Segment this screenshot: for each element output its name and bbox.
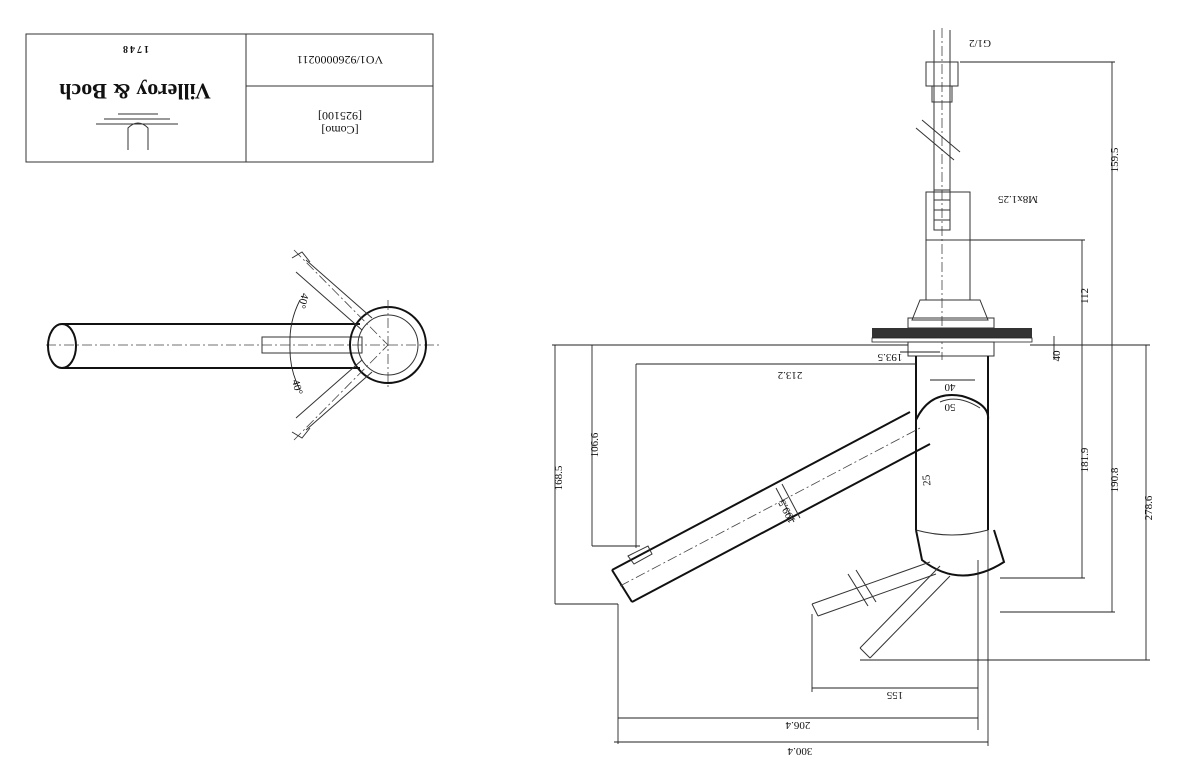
top-view: 40° 40° <box>46 249 440 441</box>
countertop-section <box>871 328 1033 343</box>
brand-name: Villeroy & Boch <box>59 79 211 104</box>
product-name: [Como] <box>321 123 358 137</box>
dim-199-5: 199.5 <box>776 497 798 525</box>
dim-g12: G1/2 <box>969 37 991 49</box>
dim-112: 112 <box>1079 288 1091 304</box>
brand-year: 1748 <box>121 43 149 54</box>
dim-40-side: 40 <box>1051 350 1063 362</box>
product-code: [925100] <box>318 109 362 123</box>
dim-206-4: 206.4 <box>785 719 810 731</box>
dim-106-6: 106.6 <box>589 432 601 457</box>
spout <box>611 411 931 603</box>
dim-168-5: 168.5 <box>553 465 565 490</box>
dim-40: 40 <box>944 381 956 393</box>
angle-label-bottom: 40° <box>289 378 305 396</box>
dim-25: 25 <box>921 474 934 487</box>
dim-50-ring: 50 <box>944 401 956 413</box>
side-view: G1/2 M8x1.25 159.5 112 50 40 40 213.2 18… <box>552 28 1155 757</box>
angle-label-top: 40° <box>295 292 311 310</box>
dim-193-5: 193.5 <box>877 351 902 363</box>
drawing-number: VO1/9260000211 <box>297 53 383 67</box>
dim-155: 155 <box>886 689 903 701</box>
dim-278-6: 278.6 <box>1143 495 1155 520</box>
title-block: Villeroy & Boch 1748 [Como] [925100] VO1… <box>25 33 434 163</box>
dim-m8x125: M8x1.25 <box>997 193 1038 205</box>
dim-213-2: 213.2 <box>778 369 803 381</box>
handle-lever-lower <box>291 344 389 441</box>
handle-lever-upper <box>291 249 389 346</box>
handle <box>811 529 1006 659</box>
dim-300-4: 300.4 <box>787 745 812 757</box>
brand-logo: Villeroy & Boch 1748 <box>59 43 211 150</box>
dim-159-5: 159.5 <box>1109 147 1121 172</box>
dim-190-8: 190.8 <box>1109 467 1121 492</box>
dim-181-9: 181.9 <box>1079 447 1091 472</box>
